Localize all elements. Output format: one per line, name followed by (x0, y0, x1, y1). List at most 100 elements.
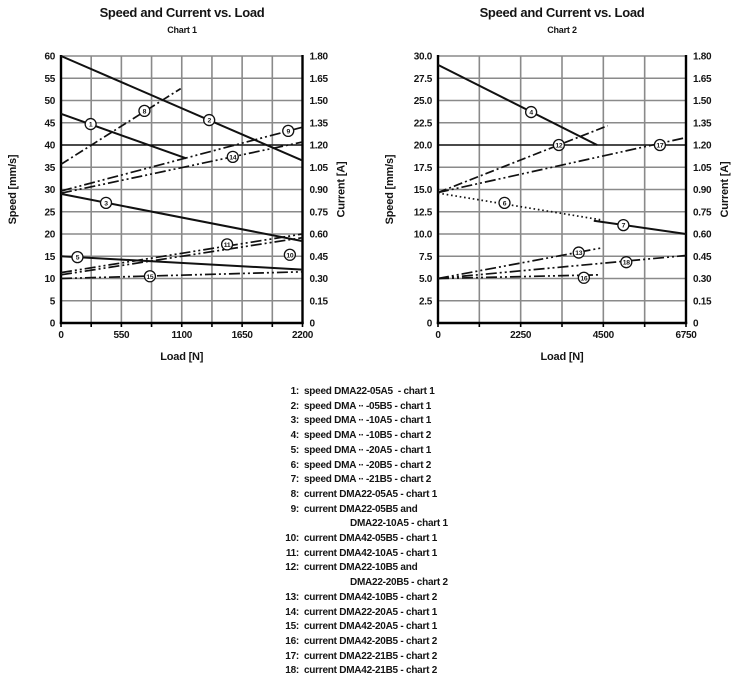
left-tick-label: 0 (50, 319, 56, 330)
legend-row: 4:speed DMA ∙∙ -10B5 - chart 2 (280, 429, 560, 444)
x-tick-label: 550 (113, 330, 130, 341)
legend-row: 15:current DMA42-20A5 - chart 1 (280, 620, 560, 635)
series-marker-16 (577, 271, 591, 284)
legend-row: 9:current DMA22-05B5 and (280, 503, 560, 518)
legend-row: 6: speed DMA ∙∙ -20B5 - chart 2 (280, 459, 560, 474)
left-tick-label: 30.0 (414, 52, 433, 63)
legend-text: current DMA42-10A5 - chart 1 (304, 547, 438, 559)
left-tick-label: 10 (44, 274, 55, 285)
series-marker-7 (617, 218, 630, 232)
series-line-8 (60, 87, 182, 166)
legend-text: current DMA22-10B5 and (304, 562, 418, 574)
series-marker-number-18: 18 (623, 260, 630, 267)
legend-text: speed DMA22-05A5 - chart 1 (304, 386, 435, 397)
left-tick-label: 5.0 (419, 274, 433, 285)
series-marker-1 (84, 117, 97, 131)
series-marker-number-11: 11 (224, 242, 231, 249)
legend-number: 5: (290, 444, 300, 456)
series-marker-11 (220, 238, 234, 251)
right-tick-label: 1.65 (693, 74, 712, 85)
legend-number: 6: (290, 459, 300, 471)
right-tick-label: 1.80 (693, 52, 712, 63)
left-tick-label: 2.5 (419, 296, 433, 307)
right-tick-label: 1.05 (693, 163, 712, 174)
legend-row: DMA22-20B5 - chart 2 (280, 576, 560, 591)
x-tick-label: 6750 (675, 330, 697, 341)
right-tick-label: 0.15 (693, 296, 712, 307)
legend-text: current DMA42-10B5 - chart 2 (304, 591, 438, 603)
legend-number (280, 576, 299, 591)
right-tick-label: 0.60 (310, 230, 329, 241)
left-tick-label: 20.0 (414, 141, 433, 152)
x-tick-label: 0 (58, 330, 64, 341)
legend-number: 9: (290, 503, 300, 515)
legend-text: current DMA22-20A5 - chart 1 (304, 606, 438, 618)
legend-row: 18:current DMA42-21B5 - chart 2 (280, 664, 560, 679)
series-marker-14 (226, 150, 239, 164)
series-marker-number-14: 14 (229, 154, 236, 161)
series-line-2 (60, 55, 303, 162)
series-marker-number-6: 6 (503, 200, 507, 207)
series-marker-13 (572, 246, 585, 259)
series-marker-number-1: 1 (89, 122, 93, 129)
right-tick-label: 1.35 (310, 118, 329, 129)
legend-row: 17: current DMA22-21B5 - chart 2 (280, 650, 560, 665)
right-tick-label: 0.30 (310, 274, 329, 285)
legend-text: speed DMA ∙∙ -21B5 - chart 2 (304, 474, 432, 486)
right-tick-label: 1.50 (310, 96, 329, 107)
legend-text: current DMA42-20A5 - chart 1 (304, 621, 438, 633)
x-tick-label: 2250 (510, 330, 532, 341)
left-tick-label: 22.5 (414, 118, 433, 129)
series-marker-number-15: 15 (146, 274, 153, 281)
right-tick-label: 1.20 (310, 141, 329, 152)
right-tick-label: 1.20 (693, 141, 712, 152)
series-marker-number-5: 5 (76, 255, 80, 262)
legend-text: speed DMA ∙∙ -20B5 - chart 2 (304, 459, 432, 471)
chart-2-subtitle: Chart 2 (547, 25, 577, 35)
left-tick-label: 20 (44, 230, 55, 241)
left-tick-label: 15.0 (414, 185, 433, 196)
series-marker-5 (71, 250, 84, 264)
legend-number: 2: (290, 400, 300, 412)
y-axis-title-right: Current [A] (336, 161, 348, 217)
legend-text: DMA22-10A5 - chart 1 (350, 518, 448, 530)
right-tick-label: 0.90 (310, 185, 329, 196)
series-marker-number-13: 13 (575, 250, 582, 257)
legend-number: 12: (285, 562, 299, 574)
y-axis-title-left: Speed [mm/s] (384, 154, 396, 224)
series-marker-8 (138, 104, 151, 118)
legend-number: 14: (285, 606, 299, 618)
x-tick-label: 1650 (232, 330, 254, 341)
right-tick-label: 0 (693, 319, 699, 330)
legend-number: 17: (285, 650, 299, 662)
legend-number: 13: (285, 591, 299, 603)
left-tick-label: 45 (44, 118, 55, 129)
series-line-10 (60, 236, 303, 276)
left-tick-label: 30 (44, 185, 55, 196)
series-marker-number-8: 8 (143, 108, 147, 115)
x-axis-title: Load [N] (540, 351, 584, 363)
left-tick-label: 17.5 (414, 163, 433, 174)
series-marker-number-2: 2 (207, 118, 211, 125)
right-tick-label: 1.35 (693, 118, 712, 129)
right-tick-label: 0.90 (693, 185, 712, 196)
series-marker-number-4: 4 (529, 110, 533, 117)
series-marker-number-10: 10 (286, 252, 293, 259)
legend-row: 12: current DMA22-10B5 and (280, 561, 560, 576)
series-marker-10 (283, 248, 297, 261)
series-marker-6 (498, 196, 511, 210)
x-axis-title: Load [N] (160, 351, 204, 363)
series-line-5 (60, 255, 303, 271)
series-line-11 (60, 233, 303, 274)
legend-number: 4: (290, 430, 300, 442)
legend-text: current DMA22-21B5 - chart 2 (304, 650, 438, 662)
legend-row: 13: current DMA42-10B5 - chart 2 (280, 591, 560, 606)
series-marker-number-17: 17 (656, 143, 663, 150)
series-marker-number-7: 7 (622, 223, 626, 230)
right-tick-label: 0.30 (693, 274, 712, 285)
series-marker-12 (552, 138, 566, 152)
